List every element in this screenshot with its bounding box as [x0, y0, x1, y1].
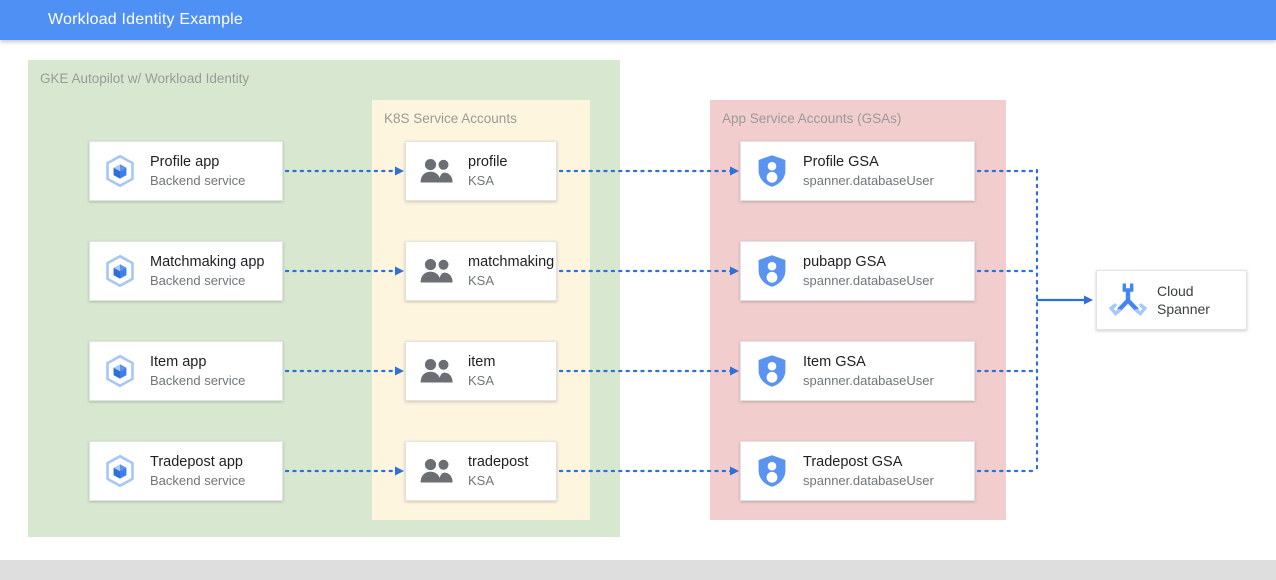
card-gsa-item[interactable]: Item GSA spanner.databaseUser [740, 341, 975, 401]
people-icon [420, 456, 454, 486]
group-gke-label: GKE Autopilot w/ Workload Identity [40, 71, 250, 86]
shield-person-icon [757, 254, 787, 288]
card-spanner-text: Cloud Spanner [1157, 282, 1236, 318]
card-subtitle: spanner.databaseUser [803, 272, 934, 288]
gke-app-icon [102, 353, 138, 389]
card-title: item [468, 353, 496, 370]
card-cloud-spanner[interactable]: Cloud Spanner [1096, 270, 1247, 330]
group-gsa-label: App Service Accounts (GSAs) [722, 111, 902, 126]
card-gsa-text: pubapp GSA spanner.databaseUser [803, 253, 964, 290]
card-ksa-profile[interactable]: profile KSA [405, 141, 557, 201]
card-app-item[interactable]: Item app Backend service [89, 341, 283, 401]
card-ksa-tradepost[interactable]: tradepost KSA [405, 441, 557, 501]
card-subtitle: Backend service [150, 372, 246, 388]
card-app-profile[interactable]: Profile app Backend service [89, 141, 283, 201]
card-title: Matchmaking app [150, 253, 265, 270]
people-icon [420, 156, 454, 186]
card-title-line1: Cloud [1157, 283, 1194, 299]
shield-person-icon [757, 354, 787, 388]
card-title: tradepost [468, 453, 529, 470]
card-gsa-text: Item GSA spanner.databaseUser [803, 353, 964, 390]
card-subtitle: KSA [468, 472, 495, 488]
card-gsa-tradepost[interactable]: Tradepost GSA spanner.databaseUser [740, 441, 975, 501]
card-title: pubapp GSA [803, 253, 887, 270]
card-title: Tradepost app [150, 453, 243, 470]
card-title: Item GSA [803, 353, 866, 370]
card-ksa-text: tradepost KSA [468, 453, 548, 490]
card-title: profile [468, 153, 508, 170]
card-app-text: Item app Backend service [150, 353, 272, 390]
card-subtitle: KSA [468, 372, 495, 388]
gke-app-icon [102, 253, 138, 289]
card-ksa-text: item KSA [468, 353, 548, 390]
card-app-tradepost[interactable]: Tradepost app Backend service [89, 441, 283, 501]
footer-bar [0, 560, 1276, 580]
cloud-spanner-icon [1109, 283, 1147, 317]
gke-app-icon [102, 453, 138, 489]
people-icon [420, 256, 454, 286]
card-app-text: Matchmaking app Backend service [150, 253, 272, 290]
card-title: Tradepost GSA [803, 453, 903, 470]
card-subtitle: spanner.databaseUser [803, 172, 934, 188]
people-icon [420, 356, 454, 386]
window-title-bar: Workload Identity Example [0, 0, 1276, 40]
card-gsa-text: Profile GSA spanner.databaseUser [803, 153, 964, 190]
card-subtitle: Backend service [150, 272, 246, 288]
card-title: Item app [150, 353, 207, 370]
card-title: Profile GSA [803, 153, 879, 170]
card-subtitle: Backend service [150, 472, 246, 488]
group-ksa-label: K8S Service Accounts [384, 111, 517, 126]
card-gsa-profile[interactable]: Profile GSA spanner.databaseUser [740, 141, 975, 201]
card-app-matchmaking[interactable]: Matchmaking app Backend service [89, 241, 283, 301]
card-subtitle: spanner.databaseUser [803, 472, 934, 488]
card-ksa-item[interactable]: item KSA [405, 341, 557, 401]
shield-person-icon [757, 454, 787, 488]
gke-app-icon [102, 153, 138, 189]
card-ksa-matchmaking[interactable]: matchmaking KSA [405, 241, 557, 301]
card-app-text: Tradepost app Backend service [150, 453, 272, 490]
card-subtitle: KSA [468, 172, 495, 188]
card-ksa-text: matchmaking KSA [468, 253, 555, 290]
card-subtitle: spanner.databaseUser [803, 372, 934, 388]
card-gsa-pubapp[interactable]: pubapp GSA spanner.databaseUser [740, 241, 975, 301]
card-ksa-text: profile KSA [468, 153, 548, 190]
page-title: Workload Identity Example [48, 11, 244, 28]
card-subtitle: Backend service [150, 172, 246, 188]
shield-person-icon [757, 154, 787, 188]
card-app-text: Profile app Backend service [150, 153, 272, 190]
card-gsa-text: Tradepost GSA spanner.databaseUser [803, 453, 964, 490]
card-subtitle: KSA [468, 272, 495, 288]
card-title-line2: Spanner [1157, 301, 1210, 317]
card-title: matchmaking [468, 253, 555, 270]
card-title: Profile app [150, 153, 220, 170]
